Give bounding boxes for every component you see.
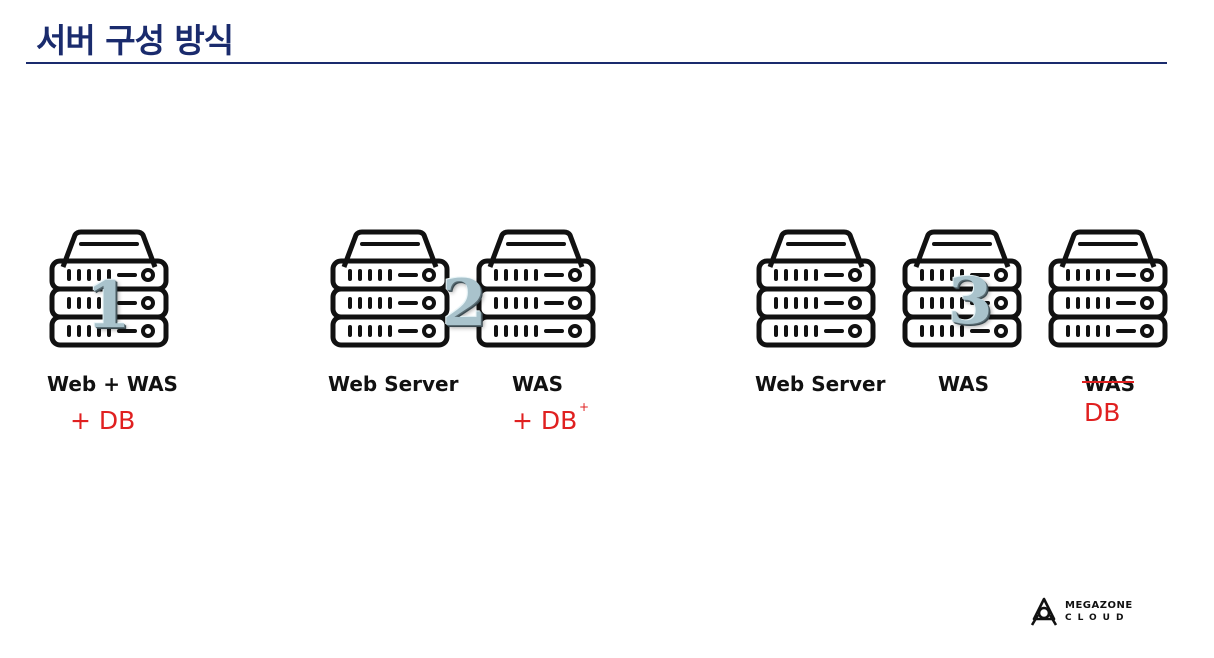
note-superscript: + — [579, 400, 590, 414]
server-rack-icon — [756, 229, 876, 351]
strikethrough-mark — [1082, 381, 1134, 383]
config-number-1: 1 — [86, 268, 131, 343]
server-rack-icon — [49, 229, 169, 351]
label-was: WAS — [512, 372, 564, 396]
note-plus-db: + DB — [70, 406, 136, 435]
logo-text-megazone: MEGAZONE — [1065, 600, 1133, 611]
page-title: 서버 구성 방식 — [36, 21, 234, 60]
server-rack-icon — [330, 229, 450, 351]
label-web-server: Web Server — [328, 372, 459, 396]
label-was: WAS — [938, 372, 990, 396]
note-plus-db: + DB — [512, 406, 578, 435]
config-number-3: 3 — [948, 264, 993, 339]
megazone-cloud-logo: MEGAZONE CLOUD — [1028, 597, 1140, 629]
server-rack-icon — [902, 229, 1022, 351]
megazone-logo-icon — [1030, 597, 1058, 626]
logo-text-cloud: CLOUD — [1065, 613, 1130, 623]
title-divider — [26, 62, 1167, 64]
server-rack-icon — [1048, 229, 1168, 351]
server-rack-icon — [476, 229, 596, 351]
config-number-2: 2 — [442, 266, 487, 341]
note-db: DB — [1084, 398, 1121, 427]
label-was-struck: WAS — [1084, 372, 1136, 396]
label-web-server: Web Server — [755, 372, 886, 396]
label-web-was: Web + WAS — [47, 372, 178, 396]
